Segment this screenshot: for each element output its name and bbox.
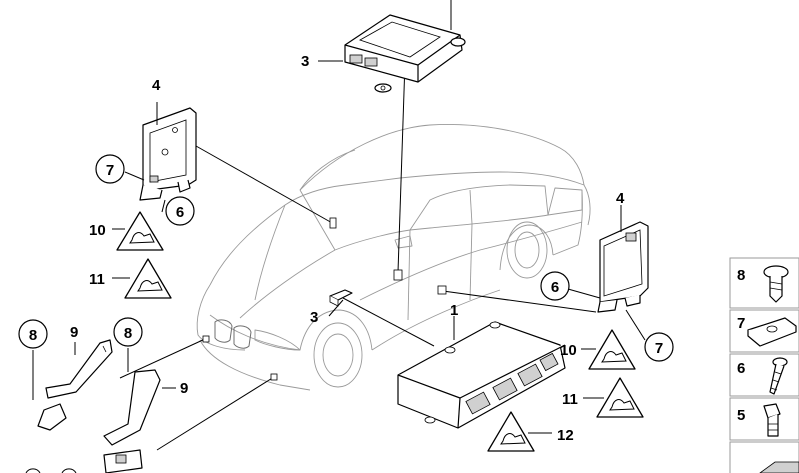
leader-lines: [119, 0, 597, 451]
circled-callouts: 7 6 6 7 8 8: [18, 154, 674, 362]
callout-6-right: 6: [540, 271, 570, 301]
side-label-7: 7: [737, 315, 745, 332]
car-outline: [196, 124, 591, 391]
cutoff-circles: [25, 468, 77, 473]
svg-text:6: 6: [551, 279, 559, 296]
callout-10-left: 10: [89, 222, 106, 239]
bracket-left: [139, 102, 197, 201]
callout-3-top: 3: [301, 53, 309, 70]
callout-10-right: 10: [560, 342, 577, 359]
side-part-7: 7: [729, 309, 799, 353]
svg-text:6: 6: [176, 204, 184, 221]
callout-numbers: 3 4 4 1 3 10 11 10 11 12 9 9: [70, 53, 625, 444]
side-parts-panel: 8 7 6 5: [729, 257, 799, 473]
label-triangle-10b: [588, 329, 636, 370]
side-part-5: 5: [729, 397, 799, 441]
callout-6-left: 6: [165, 196, 195, 226]
car-sensor-points: [202, 217, 447, 381]
callout-7-left: 7: [95, 154, 125, 184]
side-label-8: 8: [737, 267, 745, 284]
label-triangle-10a: [116, 211, 164, 251]
callout-8-left: 8: [18, 319, 48, 349]
label-triangle-11b: [596, 377, 644, 418]
callout-11-right: 11: [562, 391, 578, 408]
side-part-6: 6: [729, 353, 799, 397]
callout-1: 1: [450, 302, 458, 319]
label-triangle-11a: [124, 258, 172, 299]
side-part-cutoff: [729, 441, 799, 473]
callout-12: 12: [557, 427, 574, 444]
svg-text:8: 8: [124, 325, 132, 342]
callout-7-right: 7: [644, 332, 674, 362]
sensor-bracket-upper: [37, 339, 113, 431]
callout-3-lower: 3: [310, 309, 318, 326]
sensor-bracket-lower: [103, 369, 176, 473]
callout-8-middle: 8: [113, 317, 143, 347]
callout-4-right: 4: [616, 190, 625, 207]
warning-triangles: [116, 211, 644, 452]
small-module-lower: [328, 289, 353, 317]
svg-text:7: 7: [655, 340, 663, 357]
side-part-8: 8: [729, 257, 799, 309]
svg-text:8: 8: [29, 327, 37, 344]
callout-4-left: 4: [152, 77, 161, 94]
label-triangle-12: [487, 411, 535, 452]
callout-11-left: 11: [89, 271, 105, 288]
svg-text:7: 7: [106, 162, 114, 179]
callout-9-upper: 9: [70, 324, 78, 341]
control-unit: [397, 316, 566, 429]
airbag-control-module: [318, 14, 466, 93]
side-label-5: 5: [737, 407, 745, 424]
callout-9-lower: 9: [180, 380, 188, 397]
side-label-6: 6: [737, 360, 745, 377]
bracket-right: [597, 205, 649, 313]
callout-ticks: [32, 171, 646, 434]
